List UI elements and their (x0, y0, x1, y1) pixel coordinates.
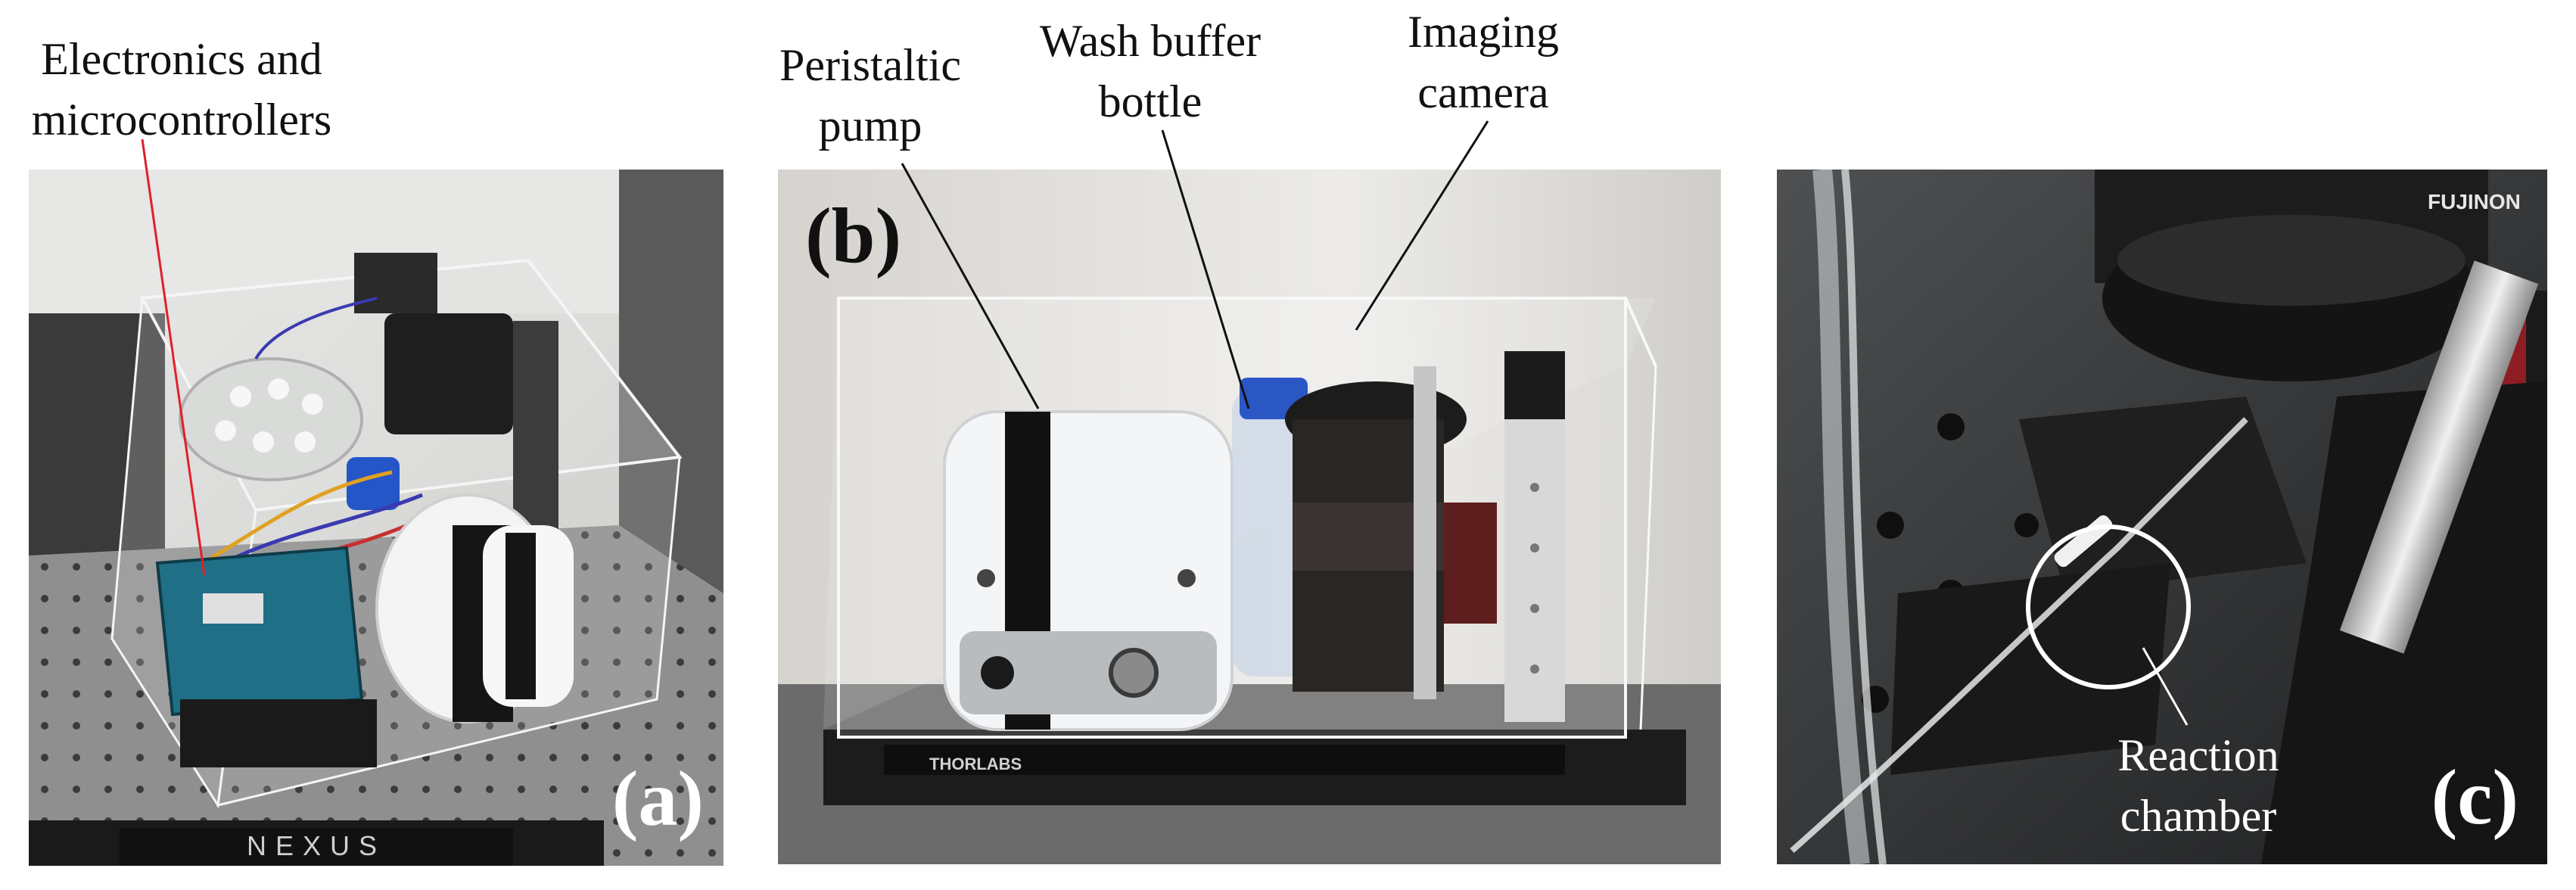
caption-pump-line1: Peristaltic (779, 40, 961, 90)
caption-electronics-line2: microcontrollers (31, 95, 332, 145)
caption-electronics-line1: Electronics and (41, 34, 322, 84)
caption-wash-line2: bottle (1098, 76, 1202, 126)
caption-reaction: Reaction chamber (2074, 725, 2323, 846)
panel-a: NEXUS (a) (29, 170, 723, 866)
caption-reaction-line1: Reaction (2117, 730, 2279, 780)
panel-b-label: (b) (805, 192, 902, 279)
caption-wash-line1: Wash buffer (1039, 16, 1262, 66)
panel-c: FUJINON (c) (1777, 170, 2547, 864)
photo-enclosure-side-view: THORLABS (778, 170, 1721, 864)
panel-c-label: (c) (2431, 754, 2518, 841)
caption-camera-line2: camera (1417, 67, 1549, 117)
caption-electronics: Electronics and microcontrollers (12, 29, 351, 150)
caption-wash: Wash buffer bottle (1006, 11, 1294, 132)
caption-pump-line2: pump (818, 101, 922, 151)
svg-text:THORLABS: THORLABS (929, 755, 1022, 773)
svg-text:NEXUS: NEXUS (247, 830, 386, 861)
caption-pump: Peristaltic pump (752, 35, 988, 156)
caption-reaction-line2: chamber (2120, 791, 2277, 841)
photo-reaction-chamber-closeup: FUJINON (1777, 170, 2547, 864)
svg-text:FUJINON: FUJINON (2428, 190, 2521, 213)
caption-camera: Imaging camera (1370, 2, 1597, 123)
caption-camera-line1: Imaging (1408, 7, 1559, 57)
panel-b: THORLABS (b) (778, 170, 1721, 864)
panel-a-label: (a) (611, 755, 704, 842)
